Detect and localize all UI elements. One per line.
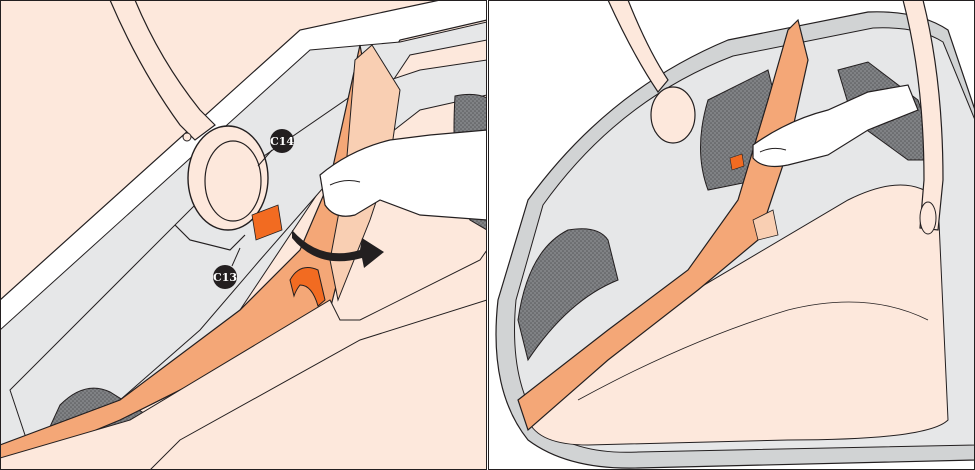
callout-c14-label: C14 <box>270 135 294 148</box>
callout-c13: C13 <box>213 265 237 289</box>
callout-c13-label: C13 <box>213 271 237 284</box>
handle-hub-right <box>920 202 936 234</box>
panel-left-detail: C14 C13 <box>0 0 487 470</box>
hub-screw <box>183 133 191 141</box>
panel-right-overview <box>488 0 975 470</box>
right-illustration <box>488 0 975 470</box>
handle-hub-left <box>651 87 695 143</box>
left-illustration: C14 C13 <box>0 0 487 470</box>
handle-hub-cap <box>205 141 261 221</box>
